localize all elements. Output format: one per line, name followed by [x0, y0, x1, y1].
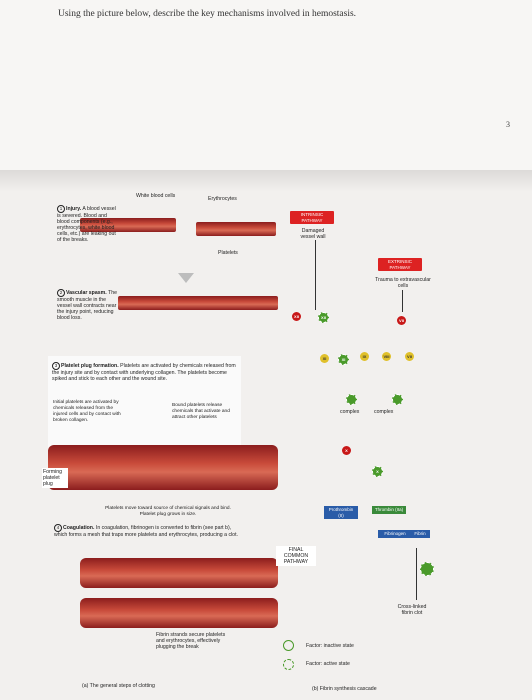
page-number: 3 [506, 120, 510, 129]
wbc-label: White blood cells [136, 193, 176, 199]
fold-shadow [0, 170, 532, 192]
down-arrow-icon [178, 273, 194, 283]
complex2-icon [392, 394, 403, 405]
damaged-label: Damaged vessel wall [300, 228, 326, 240]
factor-xia-icon: XI [338, 354, 349, 365]
vessel-left [80, 218, 176, 232]
vessel-clot-top [80, 558, 278, 588]
step3-box [48, 356, 241, 456]
extrinsic-arrow [402, 290, 403, 312]
factor-viia-icon: VII [405, 352, 414, 361]
vessel-right [196, 222, 276, 236]
intrinsic-arrow [315, 240, 316, 310]
step3-note-left: Initial platelets are activated by chemi… [53, 400, 121, 423]
vessel-plug [48, 445, 278, 490]
factor-xii-icon: XII [292, 312, 301, 321]
inactive-legend-icon [283, 640, 294, 651]
factor-xiia-icon: XII [318, 312, 329, 323]
final-pathway-label: FINAL COMMON PATHWAY [276, 546, 316, 566]
fibrin-arrow [416, 548, 417, 600]
trauma-label: Trauma to extravascular cells [375, 277, 431, 289]
erythrocytes-label: Erythrocytes [208, 196, 237, 202]
factor-viii-icon: VIII [382, 352, 391, 361]
step3-note-right: Bound platelets release chemicals that a… [172, 403, 230, 420]
vessel-clot-bottom [80, 598, 278, 628]
platelets-label: Platelets [218, 250, 238, 256]
complex2-label: complex [374, 409, 394, 415]
factor-xa-icon: X [372, 466, 383, 477]
factor-x-icon: X [342, 446, 351, 455]
right-caption: (b) Fibrin synthesis cascade [312, 686, 377, 692]
active-legend-icon [283, 659, 294, 670]
factor-xiii-icon [420, 562, 434, 576]
complex1-icon [346, 394, 357, 405]
complex1-label: complex [340, 409, 360, 415]
question-text: Using the picture below, describe the ke… [58, 9, 357, 19]
intrinsic-label: INTRINSIC PATHWAY [290, 211, 334, 224]
factor-xi-icon: XI [320, 354, 329, 363]
factor-ix-icon: IX [360, 352, 369, 361]
factor-vii-icon: VII [397, 316, 406, 325]
fibrinogen-label: Fibrinogen [378, 530, 412, 538]
crosslinked-label: Cross-linked fibrin clot [397, 604, 427, 616]
fibrin-label: Fibrin [410, 530, 430, 538]
legend-active: Factor: active state [306, 661, 350, 667]
fibrin-note: Fibrin strands secure platelets and eryt… [156, 632, 226, 650]
question-area: Using the picture below, describe the ke… [0, 0, 532, 170]
forming-plug-label: Forming platelet plug [42, 468, 68, 488]
step3-move-text: Platelets move toward source of chemical… [105, 506, 231, 517]
thrombin-label: Thrombin (IIa) [372, 506, 406, 514]
legend-inactive: Factor: inactive state [306, 643, 354, 649]
prothrombin-label: Prothrombin (II) [324, 506, 358, 519]
vessel-spasm [118, 296, 278, 310]
left-caption: (a) The general steps of clotting [82, 683, 155, 689]
extrinsic-label: EXTRINSIC PATHWAY [378, 258, 422, 271]
